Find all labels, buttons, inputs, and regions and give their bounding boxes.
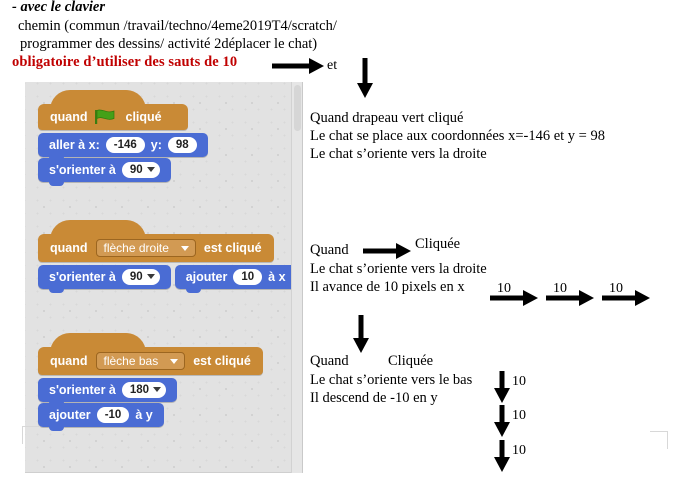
- block-point-direction[interactable]: s'orienter à 90: [38, 158, 171, 186]
- arrow-down-top: [356, 58, 374, 98]
- point-direction-value: 90: [129, 271, 143, 283]
- key-dropdown-right[interactable]: flèche droite: [95, 239, 196, 257]
- hat-suffix-label: est cliqué: [203, 241, 262, 255]
- arrow-down-step-y-3: [494, 440, 510, 472]
- change-y-label-suffix: à y: [135, 408, 153, 422]
- block-point-direction[interactable]: s'orienter à 90: [38, 265, 171, 293]
- chevron-down-icon: [153, 387, 162, 393]
- arrow-down-step-y-1: [494, 371, 510, 403]
- et-label: et: [327, 58, 338, 73]
- goto-y-value[interactable]: 98: [167, 137, 197, 153]
- goto-label-x: aller à x:: [49, 138, 100, 152]
- arrow-right-header: [272, 58, 324, 74]
- annotation-2-cliquee: Cliquée: [415, 236, 461, 252]
- page-corner-mark-bottom-right: [650, 431, 668, 449]
- goto-x-value[interactable]: -146: [105, 137, 145, 153]
- page-corner-mark-bottom-left: [22, 426, 40, 444]
- point-direction-dropdown[interactable]: 90: [121, 269, 160, 285]
- annotation-2-line-2: Le chat s’oriente vers la droite: [310, 261, 487, 277]
- point-direction-label: s'orienter à: [49, 163, 116, 177]
- point-direction-value: 180: [129, 384, 150, 396]
- header-line-1: - avec le clavier: [12, 0, 105, 15]
- point-direction-dropdown[interactable]: 90: [121, 162, 160, 178]
- block-change-y-by[interactable]: ajouter -10 à y: [38, 403, 164, 431]
- canvas-scrollbar[interactable]: [291, 82, 302, 473]
- chevron-down-icon: [146, 167, 155, 173]
- change-x-label-prefix: ajouter: [185, 270, 228, 284]
- hat-prefix-label: quand: [50, 110, 88, 124]
- block-change-x-by[interactable]: ajouter 10 à x: [174, 265, 297, 293]
- point-direction-value: 90: [129, 164, 143, 176]
- point-direction-dropdown[interactable]: 180: [121, 382, 167, 398]
- annotation-2-line-3: Il avance de 10 pixels en x: [310, 279, 465, 295]
- step-label-x-1: 10: [497, 281, 511, 296]
- arrow-down-step-y-2: [494, 405, 510, 437]
- arrow-right-step-x-1: [490, 290, 538, 306]
- point-direction-label: s'orienter à: [49, 383, 116, 397]
- hat-suffix-label: est cliqué: [193, 354, 251, 368]
- hat-when-green-flag-clicked[interactable]: quand cliqué: [38, 90, 188, 130]
- header-line-2-path: chemin (commun /travail/techno/4eme2019T…: [18, 18, 337, 34]
- annotation-3-line-2: Le chat s’oriente vers le bas: [310, 372, 473, 388]
- step-label-y-1: 10: [512, 374, 526, 389]
- chevron-down-icon: [180, 245, 189, 251]
- change-y-label-prefix: ajouter: [49, 408, 91, 422]
- script-green-flag[interactable]: quand cliqué aller à x: -146 y: 98 s'ori…: [38, 90, 302, 186]
- change-x-value[interactable]: 10: [233, 269, 263, 285]
- step-label-y-3: 10: [512, 443, 526, 458]
- step-label-y-2: 10: [512, 408, 526, 423]
- hat-when-key-pressed-down[interactable]: quand flèche bas est cliqué: [38, 333, 263, 375]
- scratch-script-canvas[interactable]: quand cliqué aller à x: -146 y: 98 s'ori…: [25, 82, 303, 473]
- annotation-3-cliquee: Cliquée: [388, 353, 434, 369]
- goto-label-y: y:: [150, 138, 162, 152]
- arrow-right-step-x-3: [602, 290, 650, 306]
- point-direction-label: s'orienter à: [49, 270, 116, 284]
- arrow-right-step-x-2: [546, 290, 594, 306]
- block-goto-xy[interactable]: aller à x: -146 y: 98: [38, 133, 208, 161]
- hat-prefix-label: quand: [50, 241, 88, 255]
- key-dropdown-value: flèche bas: [103, 354, 159, 368]
- script-down-arrow[interactable]: quand flèche bas est cliqué s'orienter à…: [38, 333, 302, 431]
- change-x-label-suffix: à x: [268, 270, 286, 284]
- hat-suffix-label: cliqué: [125, 110, 162, 124]
- key-dropdown-value: flèche droite: [103, 241, 169, 255]
- annotation-3-quand: Quand: [310, 353, 349, 369]
- chevron-down-icon: [146, 274, 155, 280]
- green-flag-icon: [94, 109, 119, 125]
- canvas-scrollbar-thumb[interactable]: [294, 85, 301, 131]
- change-y-value[interactable]: -10: [96, 407, 130, 423]
- step-label-x-2: 10: [553, 281, 567, 296]
- hat-prefix-label: quand: [50, 354, 88, 368]
- script-right-arrow[interactable]: quand flèche droite est cliqué s'oriente…: [38, 220, 297, 293]
- annotation-1-line-1: Quand drapeau vert cliqué: [310, 110, 464, 126]
- annotation-3-line-3: Il descend de -10 en y: [310, 390, 438, 406]
- header-line-4-warning: obligatoire d’utiliser des sauts de 10: [12, 54, 238, 70]
- annotation-1-line-2: Le chat se place aux coordonnées x=-146 …: [310, 128, 605, 144]
- block-point-direction[interactable]: s'orienter à 180: [38, 378, 178, 406]
- arrow-right-annotation-2: [363, 242, 411, 259]
- hat-when-key-pressed-right[interactable]: quand flèche droite est cliqué: [38, 220, 274, 262]
- step-label-x-3: 10: [609, 281, 623, 296]
- annotation-1-line-3: Le chat s’oriente vers la droite: [310, 146, 487, 162]
- chevron-down-icon: [170, 358, 179, 364]
- annotation-2-quand: Quand: [310, 242, 349, 258]
- header-line-3-path: programmer des dessins/ activité 2déplac…: [20, 36, 318, 52]
- arrow-down-middle: [352, 315, 370, 353]
- key-dropdown-down[interactable]: flèche bas: [95, 352, 186, 370]
